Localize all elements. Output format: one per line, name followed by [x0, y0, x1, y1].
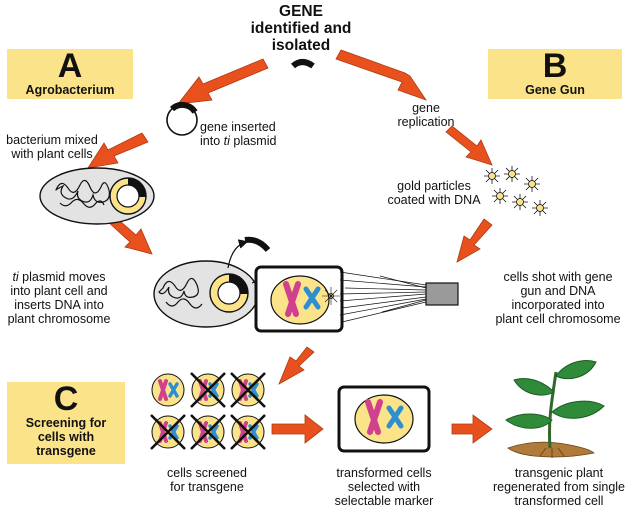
transgenic-plant [505, 360, 605, 458]
method-b-letter: B [542, 47, 568, 85]
arrow-gene-to-agrobacterium [177, 58, 269, 105]
selected-transformed-cell [337, 385, 431, 453]
target-plant-cell [254, 265, 344, 333]
gene-gun [339, 271, 459, 323]
gold-particles [484, 166, 548, 216]
arrow-screened-to-selected [271, 414, 324, 444]
label-cells-screened: cells screened for transgene [167, 466, 247, 494]
arrow-to-screening [278, 346, 315, 385]
title-line-1: GENE [279, 3, 323, 20]
screening-cells [150, 372, 266, 450]
method-c-letter: C [53, 380, 79, 418]
label-bacterium-mixed: bacterium mixed with plant cells [6, 133, 98, 161]
arrow-gold-to-shooting [456, 218, 493, 263]
method-c-name-line-2: cells with [37, 430, 95, 444]
title-line-2: identified and [250, 20, 352, 37]
diagram-title: GENE identified and isolated [236, 3, 366, 54]
method-c-name-line-1: Screening for [25, 416, 107, 430]
method-a-box: A Agrobacterium [7, 49, 133, 99]
method-b-box: B Gene Gun [488, 49, 622, 99]
ti-plasmid [166, 101, 198, 136]
title-line-3: isolated [271, 37, 331, 54]
method-c-box: C Screening for cells with transgene [7, 382, 125, 464]
method-b-name: Gene Gun [525, 83, 585, 97]
label-gene-replication: gene replication [397, 101, 455, 129]
label-gold-particles: gold particles coated with DNA [387, 179, 481, 207]
label-ti-plasmid-moves: ti plasmid moves into plant cell and ins… [7, 270, 111, 326]
plasmid-transfer-cell [153, 236, 287, 328]
arrow-replication-to-gold [445, 125, 493, 166]
arrow-plasmid-to-mixing [87, 132, 149, 169]
label-gene-inserted: gene inserted into ti plasmid [200, 120, 277, 148]
label-transgenic-plant: transgenic plant regenerated from single… [492, 466, 626, 508]
label-cells-shot: cells shot with gene gun and DNA incorpo… [495, 270, 621, 326]
bacterium-plant-mix [39, 167, 155, 225]
method-a-letter: A [57, 47, 83, 85]
isolated-gene-fragment [291, 59, 315, 69]
arrow-gene-to-genegun [335, 49, 428, 101]
arrow-selected-to-plant [451, 414, 493, 444]
label-transformed-selected: transformed cells selected with selectab… [334, 466, 434, 508]
method-c-name-line-3: transgene [36, 444, 96, 458]
method-a-name: Agrobacterium [25, 83, 115, 97]
